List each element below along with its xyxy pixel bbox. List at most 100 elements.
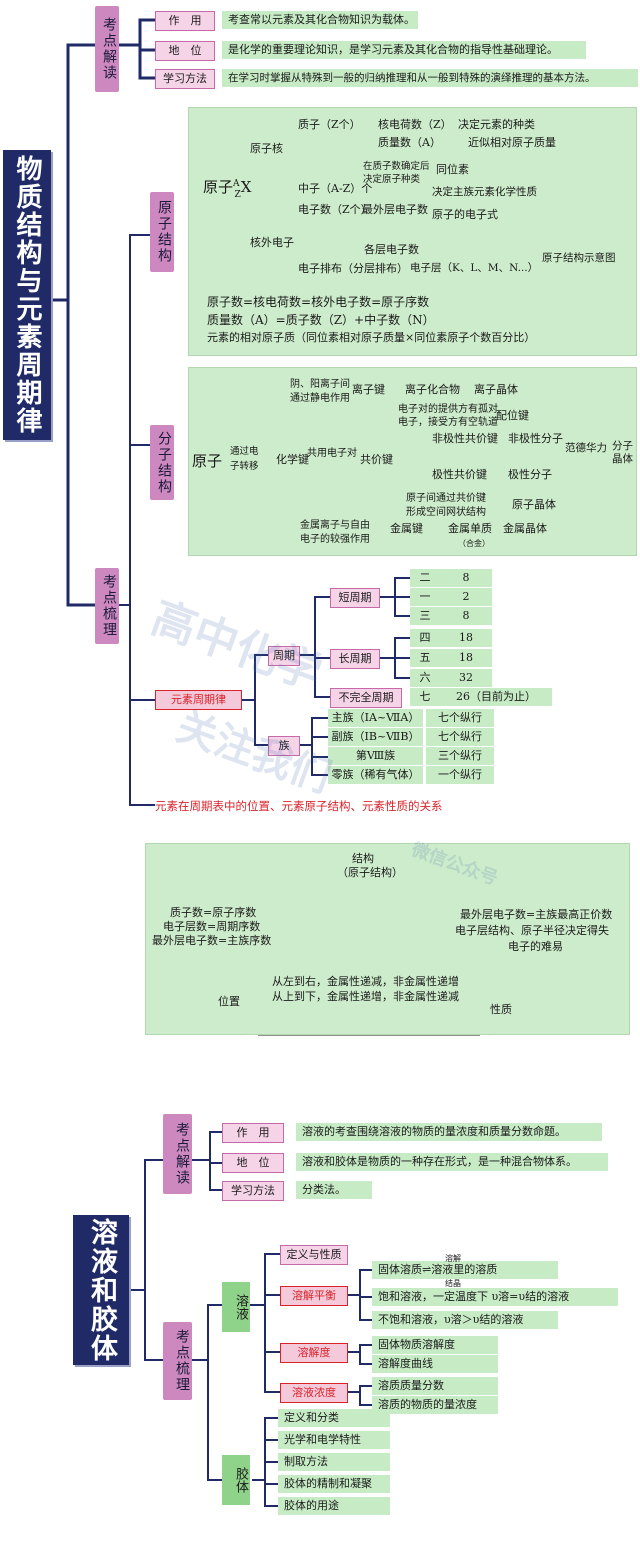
eq-item-3: 不饱和溶液，υ溶＞υ结的溶液 <box>372 1311 558 1329</box>
colloid-item-2: 光学和电学特性 <box>278 1431 390 1449</box>
nucleus: 原子核 <box>250 142 283 155</box>
isotope-cond1: 在质子数确定后 <box>363 161 430 172</box>
relation-panel <box>145 843 630 1035</box>
colloid-item-4: 胶体的精制和凝聚 <box>278 1475 390 1493</box>
decides-element: 决定元素的种类 <box>458 118 535 131</box>
period-2-count: 8 <box>440 569 492 587</box>
property: 性质 <box>490 1003 512 1016</box>
structure: 结构 <box>352 852 374 865</box>
section2-title: 溶液和胶体 <box>73 1215 129 1365</box>
polar-bond: 极性共价键 <box>432 468 487 481</box>
sub-group: 副族（ⅠB~ⅦB） <box>328 728 423 746</box>
network-2: 形成空间网状结构 <box>406 507 486 518</box>
s1-status-label: 地 位 <box>155 41 215 61</box>
right-rel-2: 电子层结构、原子半径决定得失 <box>455 924 609 937</box>
solubility: 溶解度 <box>280 1343 348 1363</box>
periodic-law-label: 元素周期律 <box>155 690 242 710</box>
sol-item-1: 固体物质溶解度 <box>372 1336 498 1354</box>
ionic-crystal: 离子晶体 <box>474 383 518 396</box>
right-rel-3: 电子的难易 <box>508 940 563 953</box>
eq-arrow-bottom: 结晶 <box>445 1279 461 1288</box>
period-4-name: 四 <box>410 629 440 647</box>
period-label: 周期 <box>268 646 300 666</box>
period-6-name: 六 <box>410 669 440 687</box>
van-der-waals: 范德华力 <box>565 442 607 454</box>
s2-method-text: 分类法。 <box>296 1181 372 1199</box>
main-group-count: 七个纵行 <box>426 709 494 727</box>
atom-panel <box>188 107 637 356</box>
s1-status-text: 是化学的重要理论知识，是学习元素及其化合物的指导性基础理论。 <box>222 41 586 59</box>
definition: 定义与性质 <box>280 1245 348 1265</box>
solution-concentration: 溶液浓度 <box>280 1383 348 1403</box>
coordinate-bond: 配位键 <box>496 409 529 422</box>
polar-molecule: 极性分子 <box>508 468 552 481</box>
colloid-label: 胶体 <box>222 1455 250 1505</box>
sol-item-2: 溶解度曲线 <box>372 1355 498 1373</box>
left-rel-2: 电子层数=周期序数 <box>163 920 261 933</box>
atom-label: 原子结构 <box>150 192 174 272</box>
period-7-count: 26（目前为止） <box>440 688 552 706</box>
network-1: 原子间通过共价键 <box>406 493 486 504</box>
period-3-name: 三 <box>410 607 440 625</box>
s2-method-label: 学习方法 <box>222 1181 284 1201</box>
period-5-name: 五 <box>410 649 440 667</box>
s1-shuli-label: 考点梳理 <box>95 568 119 644</box>
molecule-label: 分子结构 <box>150 425 174 500</box>
coord-cond1: 电子对的提供方有孤对 <box>398 404 498 415</box>
conc-item-1: 溶质质量分数 <box>372 1377 498 1395</box>
atomic-crystal: 原子晶体 <box>512 498 556 511</box>
electron-count: 电子数（Z个） <box>298 203 372 216</box>
s2-shuli-label: 考点梳理 <box>163 1322 192 1400</box>
colloid-item-1: 定义和分类 <box>278 1409 390 1427</box>
period-2-name: 二 <box>410 569 440 587</box>
period-4-count: 18 <box>440 629 492 647</box>
alloy: （合金） <box>458 539 490 548</box>
approx-mass: 近似相对原子质量 <box>468 136 556 149</box>
family-label: 族 <box>268 736 300 756</box>
nonpolar-bond: 非极性共价键 <box>432 432 498 445</box>
electron-arrangement: 电子排布（分层排布） <box>298 262 408 275</box>
s2-jiedu-label: 考点解读 <box>163 1114 192 1194</box>
period-1-name: 一 <box>410 588 440 606</box>
group-viii: 第Ⅷ族 <box>328 747 423 765</box>
decides-properties: 决定主族元素化学性质 <box>432 186 537 198</box>
right-rel-1: 最外层电子数=主族最高正价数 <box>460 908 613 921</box>
sub-group-count: 七个纵行 <box>426 728 494 746</box>
electron-formula: 原子的电子式 <box>432 208 498 221</box>
metal-src2: 电子的较强作用 <box>300 534 370 545</box>
dissolution-equilibrium: 溶解平衡 <box>280 1286 348 1306</box>
period-7-name: 七 <box>410 688 440 706</box>
main-group: 主族（ⅠA~ⅦA） <box>328 709 423 727</box>
isotope: 同位素 <box>436 163 469 176</box>
mass-number: 质量数（A） <box>378 136 441 149</box>
ionic-src1: 阴、阳离子间 <box>290 379 350 390</box>
ionic-bond: 离子键 <box>352 383 385 396</box>
neutron: 中子（A-Z）个 <box>298 182 373 195</box>
group-zero-count: 一个纵行 <box>426 766 494 784</box>
s1-method-text: 在学习时掌握从特殊到一般的归纳推理和从一般到特殊的演绎推理的基本方法。 <box>222 69 638 87</box>
long-period: 长周期 <box>330 649 380 669</box>
s1-role-label: 作 用 <box>155 11 215 31</box>
molecular-crystal: 分子晶体 <box>612 440 633 465</box>
group-zero: 零族（稀有气体） <box>328 766 423 784</box>
transfer-2: 子转移 <box>230 461 259 472</box>
s1-role-text: 考查常以元素及其化合物知识为载体。 <box>222 11 418 29</box>
s2-status-text: 溶液和胶体是物质的一种存在形式，是一种混合物体系。 <box>296 1153 608 1171</box>
coord-cond2: 电子，接受方有空轨道 <box>398 417 498 428</box>
isotope-cond2: 决定原子种类 <box>363 174 421 185</box>
metal-crystal: 金属晶体 <box>503 522 547 535</box>
transfer-1: 通过电 <box>230 446 259 457</box>
chemical-bond: 化学键 <box>276 453 309 466</box>
incomplete-period: 不完全周期 <box>330 688 402 708</box>
metal-element: 金属单质 <box>448 522 492 535</box>
left-rel-3: 最外层电子数=主族序数 <box>152 934 272 947</box>
position: 位置 <box>218 995 240 1008</box>
left-rel-1: 质子数=原子序数 <box>170 906 257 919</box>
conc-item-2: 溶质的物质的量浓度 <box>372 1396 498 1414</box>
section1-title: 物质结构与元素周期律 <box>3 150 51 440</box>
eq-item-1: 固体溶质⇌溶液里的溶质 <box>372 1261 558 1279</box>
group-viii-count: 三个纵行 <box>426 747 494 765</box>
colloid-item-3: 制取方法 <box>278 1453 390 1471</box>
molecule-panel <box>188 367 637 556</box>
layer-electrons: 各层电子数 <box>364 243 419 256</box>
